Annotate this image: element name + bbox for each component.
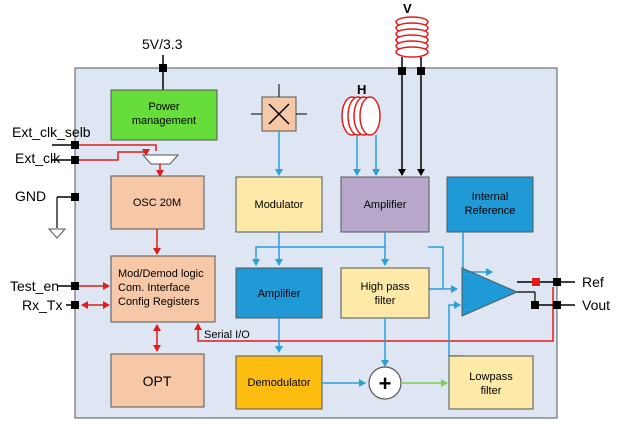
block-power-management bbox=[110, 89, 218, 141]
block-amplifier-top-label: Amplifier bbox=[364, 199, 407, 211]
clock-mux bbox=[141, 154, 180, 165]
pin-rx-tx-label: Rx_Tx bbox=[22, 297, 62, 313]
block-high-pass-filter bbox=[340, 267, 430, 319]
block-logic-label-3: Config Registers bbox=[118, 296, 200, 308]
block-opt-label: OPT bbox=[143, 373, 172, 389]
block-internal-reference bbox=[446, 176, 534, 233]
block-modulator bbox=[235, 176, 323, 233]
coil-h-label: H bbox=[357, 82, 366, 97]
block-modulator-label: Modulator bbox=[255, 199, 304, 211]
block-lowpass-filter bbox=[448, 355, 534, 410]
block-power-label-1: Power bbox=[148, 101, 180, 113]
coil-v-label: V bbox=[403, 1, 412, 16]
block-lpf-label-1: Lowpass bbox=[469, 371, 513, 383]
block-power-label-2: management bbox=[132, 115, 196, 127]
block-opt bbox=[110, 353, 205, 408]
coil-h bbox=[341, 96, 381, 136]
pin-coil-v-1 bbox=[398, 67, 406, 75]
block-osc-label: OSC 20M bbox=[133, 197, 181, 209]
pin-supply bbox=[159, 64, 167, 72]
pin-vout-label: Vout bbox=[582, 297, 610, 313]
block-logic-label-2: Com. Interface bbox=[118, 282, 190, 294]
vout-node bbox=[531, 301, 539, 309]
pin-ext-clk-selb-label: Ext_clk_selb bbox=[12, 124, 91, 140]
pin-ref bbox=[553, 278, 561, 286]
ref-output-node bbox=[532, 278, 540, 286]
block-internal-ref-label-1: Internal bbox=[472, 191, 509, 203]
coil-v bbox=[395, 16, 429, 58]
pin-test-en-label: Test_en bbox=[10, 278, 59, 294]
block-logic bbox=[110, 255, 216, 323]
pin-ext-clk-label: Ext_clk bbox=[15, 150, 61, 166]
output-opamp bbox=[461, 267, 519, 317]
block-hpf-label-2: filter bbox=[375, 295, 396, 307]
pin-coil-v-2 bbox=[417, 67, 425, 75]
serial-io-label: Serial I/O bbox=[204, 329, 250, 341]
pin-ref-label: Ref bbox=[582, 274, 604, 290]
pin-rx-tx bbox=[71, 301, 79, 309]
pin-ext-clk-selb bbox=[71, 141, 79, 149]
block-hpf-label-1: High pass bbox=[361, 281, 410, 293]
pin-gnd bbox=[71, 193, 79, 201]
block-lpf-label-2: filter bbox=[481, 385, 502, 397]
ground-symbol bbox=[47, 228, 67, 239]
pin-supply-label: 5V/3.3 bbox=[142, 36, 183, 52]
block-internal-ref-label-2: Reference bbox=[465, 205, 516, 217]
block-amplifier-mid-label: Amplifier bbox=[258, 288, 301, 300]
block-demodulator-label: Demodulator bbox=[248, 377, 311, 389]
pin-gnd-label: GND bbox=[15, 188, 46, 204]
pin-vout bbox=[553, 301, 561, 309]
summing-node-symbol: + bbox=[379, 371, 392, 396]
pin-ext-clk bbox=[71, 156, 79, 164]
block-logic-label-1: Mod/Demod logic bbox=[118, 268, 204, 280]
pin-test-en bbox=[71, 282, 79, 290]
